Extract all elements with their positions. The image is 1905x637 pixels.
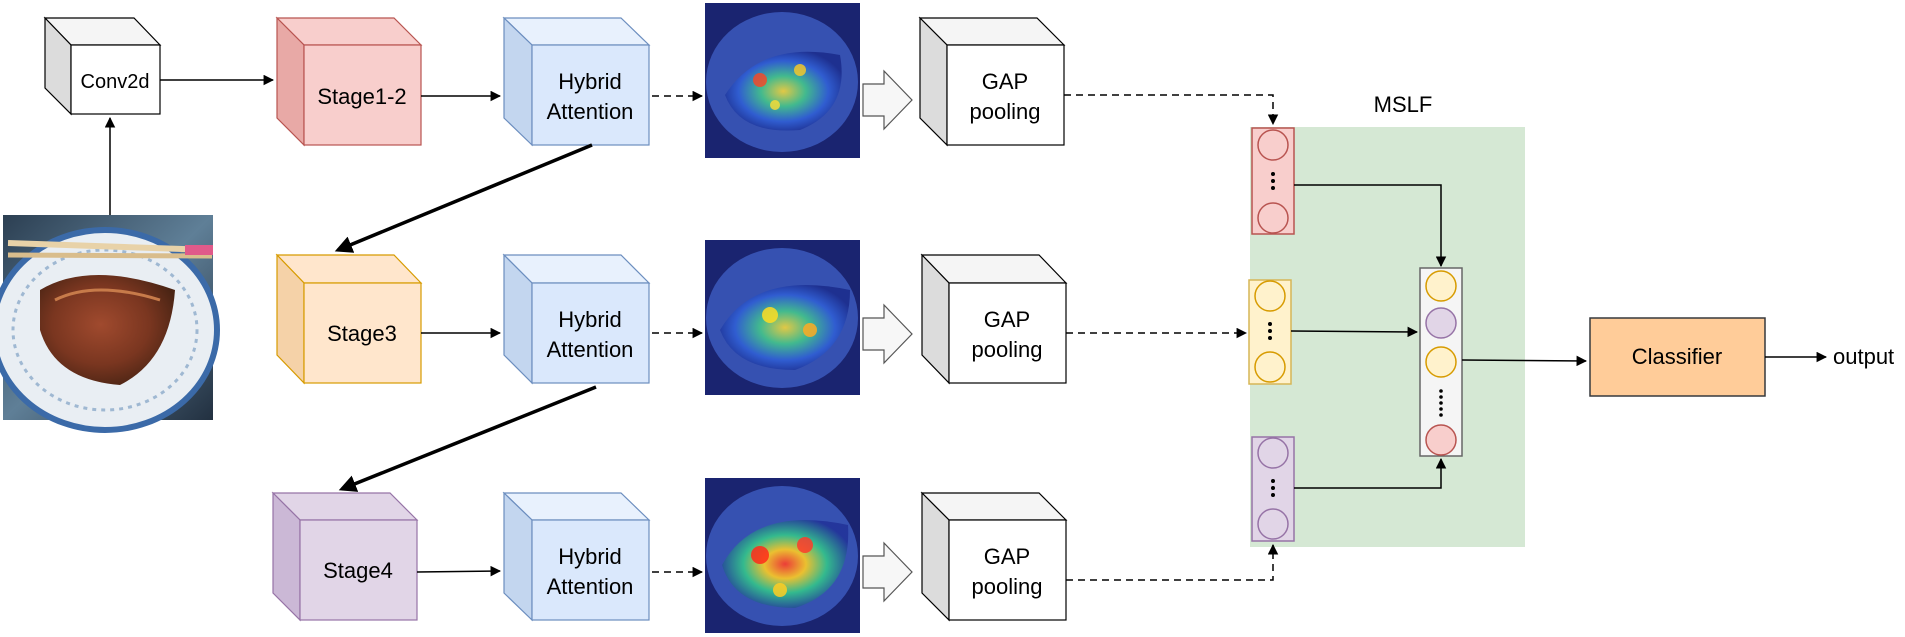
hollow-arrow-1 — [862, 69, 913, 131]
classifier-label: Classifier — [1632, 344, 1722, 369]
classifier-block: Classifier — [1589, 317, 1766, 397]
stage3-block: Stage3 — [275, 253, 423, 385]
stage3-label: Stage3 — [327, 321, 397, 346]
gap-label-line2: pooling — [972, 574, 1043, 599]
hybrid-attention-block-2: Hybrid Attention — [502, 253, 651, 385]
attention-label-line2: Attention — [547, 574, 634, 599]
gap-pooling-block-3: GAP pooling — [920, 491, 1068, 622]
hybrid-attention-block-1: Hybrid Attention — [502, 16, 651, 147]
attention-label-line2: Attention — [547, 337, 634, 362]
gap-label-line1: GAP — [984, 307, 1030, 332]
attention-label-line1: Hybrid — [558, 544, 622, 569]
heatmap-image-1 — [705, 3, 860, 158]
gap-label-line2: pooling — [970, 99, 1041, 124]
gap-label-line1: GAP — [984, 544, 1030, 569]
mslf-panel: MSLF — [1250, 92, 1525, 547]
heatmap-image-3 — [705, 478, 860, 633]
gap-label-line2: pooling — [972, 337, 1043, 362]
hollow-arrow-3 — [862, 541, 913, 603]
conv2d-label: Conv2d — [81, 71, 150, 93]
output-label: output — [1833, 344, 1894, 369]
gap-pooling-block-1: GAP pooling — [918, 16, 1066, 147]
mslf-label: MSLF — [1374, 92, 1433, 117]
stage12-label: Stage1-2 — [317, 84, 406, 109]
hybrid-attention-block-3: Hybrid Attention — [502, 491, 651, 622]
heatmap-image-2 — [705, 240, 860, 395]
gap-label-line1: GAP — [982, 69, 1028, 94]
input-food-photo — [0, 215, 220, 433]
attention-label-line2: Attention — [547, 99, 634, 124]
feature-column-purple — [1251, 436, 1295, 542]
stage12-block: Stage1-2 — [275, 16, 423, 147]
hollow-arrow-2 — [862, 303, 913, 365]
feature-column-yellow — [1248, 279, 1292, 385]
stage4-label: Stage4 — [323, 558, 393, 583]
feature-column-red — [1251, 127, 1295, 235]
connectors — [104, 74, 1828, 581]
attention-label-line1: Hybrid — [558, 69, 622, 94]
fused-feature-column — [1419, 267, 1463, 457]
attention-label-line1: Hybrid — [558, 307, 622, 332]
stage4-block: Stage4 — [271, 491, 419, 622]
conv2d-block: Conv2d — [43, 16, 162, 116]
gap-pooling-block-2: GAP pooling — [920, 253, 1068, 385]
